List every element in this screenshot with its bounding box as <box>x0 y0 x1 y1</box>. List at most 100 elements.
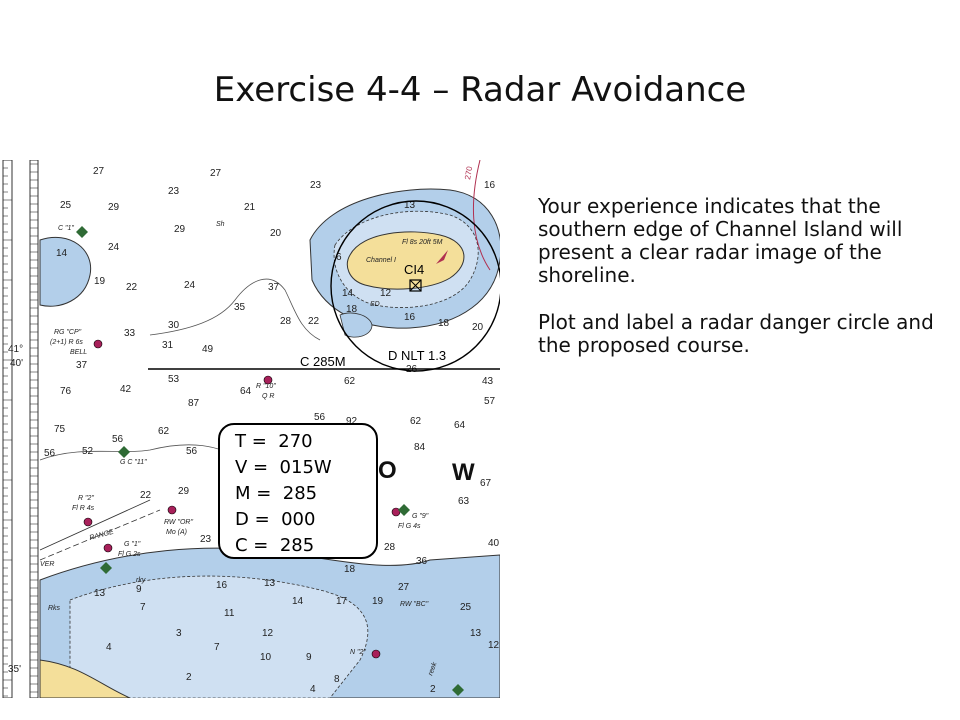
red-buoy-icon <box>103 543 113 553</box>
svg-text:62: 62 <box>410 416 422 427</box>
svg-text:22: 22 <box>308 316 320 327</box>
svg-text:53: 53 <box>168 374 180 385</box>
svg-text:14: 14 <box>292 596 304 607</box>
center-label: CI4 <box>404 262 424 277</box>
svg-text:16: 16 <box>404 312 416 323</box>
green-buoy-icon <box>398 504 410 516</box>
latitude-scale-inner <box>29 160 39 698</box>
shallow-water-west <box>39 236 92 307</box>
svg-text:25: 25 <box>460 602 472 613</box>
slide-title: Exercise 4-4 – Radar Avoidance <box>213 70 747 110</box>
island-name-label: Channel I <box>366 257 396 264</box>
circle-center-cross <box>409 279 422 292</box>
svg-text:24: 24 <box>108 242 120 253</box>
svg-text:13: 13 <box>94 588 106 599</box>
svg-text:4: 4 <box>310 684 316 695</box>
range-line <box>39 499 151 551</box>
land-south <box>39 659 131 698</box>
computation-row: C = 285 <box>235 535 315 556</box>
buoy-light-label: Fl G 4s <box>398 523 421 530</box>
chart-svg: 41° 40' 35' 27 23 27 23 25 29 21 29 20 2… <box>0 160 500 698</box>
soundings: 27 23 27 23 25 29 21 29 20 24 14 19 22 2… <box>44 166 500 695</box>
island-light-label: Fl 8s 20ft 5M <box>402 239 443 246</box>
sd-label: SD <box>370 301 380 308</box>
buoy-label: G C "11" <box>120 459 147 466</box>
computation-row: D = 000 <box>235 509 316 530</box>
instructions: Your experience indicates that the south… <box>538 195 938 381</box>
latitude-scale <box>2 160 13 698</box>
svg-text:6: 6 <box>336 252 342 263</box>
buoy-label: G "9" <box>412 513 429 520</box>
svg-text:29: 29 <box>178 486 190 497</box>
svg-text:16: 16 <box>484 180 496 191</box>
svg-text:52: 52 <box>82 446 94 457</box>
svg-text:12: 12 <box>262 628 274 639</box>
red-buoy-icon <box>263 375 273 385</box>
svg-text:3: 3 <box>176 628 182 639</box>
creek-label: reek <box>427 661 438 677</box>
svg-text:62: 62 <box>158 426 170 437</box>
svg-text:18: 18 <box>438 318 450 329</box>
danger-label: D NLT 1.3 <box>388 348 446 363</box>
range-line <box>39 509 161 561</box>
latitude-label: 35' <box>8 664 21 675</box>
red-buoy-icon <box>371 649 381 659</box>
svg-text:29: 29 <box>108 202 120 213</box>
buoy-label: C "1" <box>58 225 74 232</box>
sd-patch <box>339 312 373 338</box>
svg-text:23: 23 <box>310 180 322 191</box>
svg-text:75: 75 <box>54 424 66 435</box>
svg-text:23: 23 <box>200 534 212 545</box>
svg-text:29: 29 <box>174 224 186 235</box>
computation-row: M = 285 <box>235 483 318 504</box>
buoy-label: RW "BC" <box>400 601 429 608</box>
svg-text:87: 87 <box>188 398 200 409</box>
svg-text:18: 18 <box>346 304 358 315</box>
buoy-light-label: Q R <box>262 393 274 400</box>
instruction-paragraph: Your experience indicates that the south… <box>538 194 903 287</box>
svg-text:63: 63 <box>458 496 470 507</box>
computation-row: T = 270 <box>235 431 313 452</box>
circle-center-icon <box>409 279 422 292</box>
svg-text:36: 36 <box>416 556 428 567</box>
svg-text:62: 62 <box>344 376 356 387</box>
buoy-label: G "1" <box>124 541 141 548</box>
svg-text:11: 11 <box>224 608 235 619</box>
instruction-paragraph: Plot and label a radar danger circle and… <box>538 310 934 357</box>
red-buoy-icon <box>167 505 177 515</box>
svg-text:30: 30 <box>168 320 180 331</box>
svg-text:2: 2 <box>430 684 436 695</box>
svg-text:43: 43 <box>482 376 494 387</box>
svg-text:28: 28 <box>280 316 292 327</box>
buoy-light-label: Mo (A) <box>166 529 187 536</box>
svg-text:14: 14 <box>342 288 354 299</box>
red-buoy-icon <box>93 339 103 349</box>
svg-text:2: 2 <box>186 672 192 683</box>
svg-text:4: 4 <box>106 642 112 653</box>
svg-text:37: 37 <box>268 282 280 293</box>
svg-text:13: 13 <box>264 578 276 589</box>
svg-text:76: 76 <box>60 386 72 397</box>
bell-label: BELL <box>70 349 87 356</box>
latitude-label: 40' <box>10 358 23 369</box>
svg-text:13: 13 <box>470 628 482 639</box>
svg-text:92: 92 <box>346 416 358 427</box>
computation-row: V = 015W <box>235 457 332 478</box>
svg-text:9: 9 <box>306 652 312 663</box>
svg-text:12: 12 <box>380 288 392 299</box>
svg-text:23: 23 <box>168 186 180 197</box>
svg-text:49: 49 <box>202 344 214 355</box>
svg-text:27: 27 <box>93 166 105 177</box>
svg-text:10: 10 <box>260 652 272 663</box>
green-buoy-icon <box>118 446 130 458</box>
green-buoy-icon <box>100 562 112 574</box>
svg-text:57: 57 <box>484 396 496 407</box>
buoy-light-label: (2+1) R 6s <box>50 339 83 346</box>
svg-text:56: 56 <box>112 434 124 445</box>
danger-circle <box>330 200 500 372</box>
svg-text:9: 9 <box>136 584 142 595</box>
svg-text:42: 42 <box>120 384 132 395</box>
svg-text:33: 33 <box>124 328 136 339</box>
red-buoy-icon <box>83 517 93 527</box>
svg-text:56: 56 <box>314 412 326 423</box>
